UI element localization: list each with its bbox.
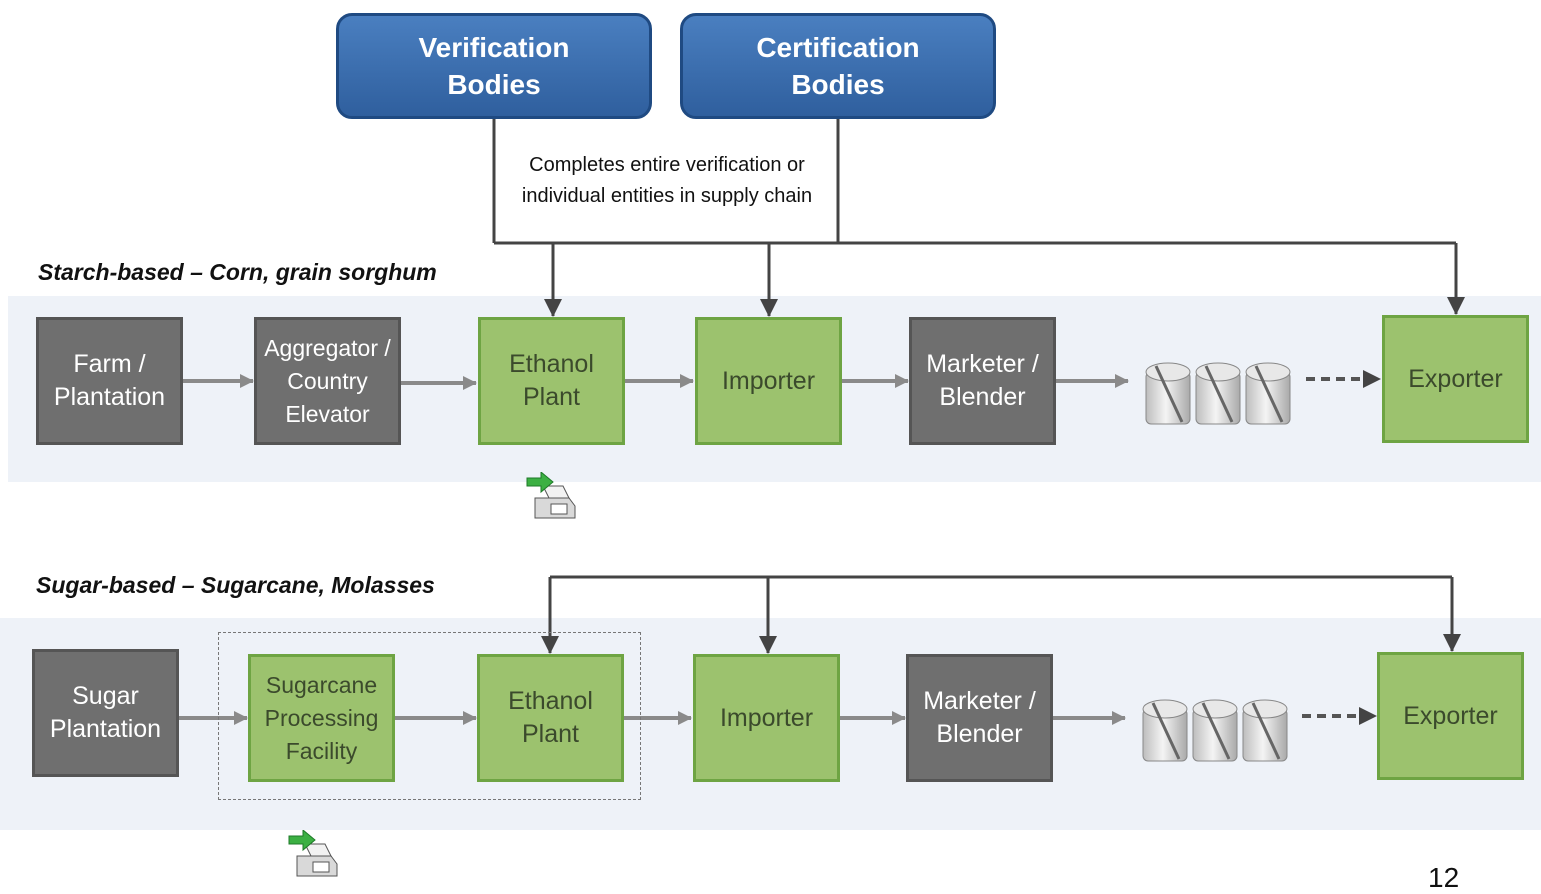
storage-tanks-icon (1142, 699, 1288, 762)
sugarcane-processing-box[interactable]: Sugarcane Processing Facility (248, 654, 395, 782)
sugar-plantation-box[interactable]: Sugar Plantation (32, 649, 179, 777)
starch-ethanol-plant-box[interactable]: Ethanol Plant (478, 317, 625, 445)
sugar-section-title: Sugar-based – Sugarcane, Molasses (36, 572, 435, 598)
verification-note: Completes entire verification or individ… (521, 154, 813, 207)
starch-importer-box[interactable]: Importer (695, 317, 842, 445)
starch-exporter-box[interactable]: Exporter (1382, 315, 1529, 443)
verification-bodies-label: Verification Bodies (418, 32, 570, 100)
sugar-ethanol-plant-label: Ethanol Plant (508, 687, 593, 748)
starch-exporter-label: Exporter (1408, 364, 1503, 393)
starch-importer-label: Importer (721, 366, 816, 395)
sugar-processing-group (218, 632, 641, 800)
starch-marketer-box[interactable]: Marketer / Blender (909, 317, 1056, 445)
verification-bodies-box[interactable]: Verification Bodies (336, 13, 652, 119)
starch-ethanol-plant-label: Ethanol Plant (509, 350, 594, 411)
certification-bodies-box[interactable]: Certification Bodies (680, 13, 996, 119)
certification-bodies-label: Certification Bodies (756, 32, 920, 100)
export-icon (526, 472, 576, 519)
aggregator-box[interactable]: Aggregator / Country Elevator (254, 317, 401, 445)
page-number: 12 (1428, 862, 1460, 893)
aggregator-label: Aggregator / Country Elevator (264, 334, 391, 427)
farm-plantation-box[interactable]: Farm / Plantation (36, 317, 183, 445)
storage-tanks-icon (1145, 362, 1291, 425)
sugar-marketer-label: Marketer / Blender (923, 687, 1036, 748)
export-icon (288, 830, 338, 877)
sugar-plantation-label: Sugar Plantation (49, 682, 162, 743)
sugar-importer-label: Importer (719, 703, 814, 732)
sugarcane-processing-label: Sugarcane Processing Facility (264, 671, 379, 764)
sugar-marketer-box[interactable]: Marketer / Blender (906, 654, 1053, 782)
sugar-exporter-label: Exporter (1403, 701, 1498, 730)
starch-marketer-label: Marketer / Blender (926, 350, 1039, 411)
sugar-ethanol-plant-box[interactable]: Ethanol Plant (477, 654, 624, 782)
farm-plantation-label: Farm / Plantation (53, 350, 166, 411)
sugar-importer-box[interactable]: Importer (693, 654, 840, 782)
starch-section-title: Starch-based – Corn, grain sorghum (38, 259, 437, 285)
sugar-exporter-box[interactable]: Exporter (1377, 652, 1524, 780)
